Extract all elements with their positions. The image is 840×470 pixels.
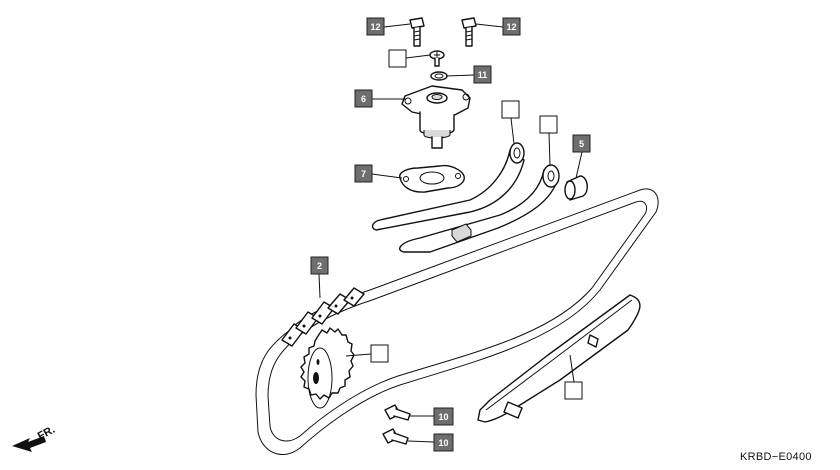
callout-drive-sprocket xyxy=(370,344,389,363)
drive-sprocket xyxy=(300,327,355,409)
direction-label: FR. xyxy=(36,424,57,443)
screw xyxy=(429,50,445,67)
svg-text:7: 7 xyxy=(361,169,366,179)
callout-bolt-top-right: 12 xyxy=(502,17,521,36)
svg-text:12: 12 xyxy=(370,22,380,32)
diagram-code: KRBD−E0400 xyxy=(740,451,812,463)
svg-text:10: 10 xyxy=(438,438,448,448)
o-ring xyxy=(430,71,448,81)
callout-guide-slipper-lower xyxy=(564,381,583,400)
callout-o-ring: 11 xyxy=(473,65,492,84)
callout-cam-chain: 2 xyxy=(310,256,329,275)
callout-bolt-top-left: 12 xyxy=(366,17,385,36)
svg-text:11: 11 xyxy=(478,70,488,80)
gasket xyxy=(399,164,465,193)
callout-tensioner-lifter: 6 xyxy=(354,89,373,108)
bolt-top-left xyxy=(409,17,425,47)
callout-bolt-lower-2: 10 xyxy=(433,433,454,452)
bolt-top-right xyxy=(461,17,477,47)
callout-guide-slipper-upper xyxy=(539,115,558,134)
chain-link-detail xyxy=(281,287,365,347)
bolt-lower-2 xyxy=(382,428,409,445)
svg-text:12: 12 xyxy=(506,22,516,32)
tensioner-lifter xyxy=(401,85,471,149)
svg-text:5: 5 xyxy=(579,139,584,149)
front-arrow-icon: FR. xyxy=(12,424,57,452)
callout-roller: 5 xyxy=(572,134,591,153)
callout-gasket: 7 xyxy=(354,164,373,183)
tensioner-arm xyxy=(371,142,525,231)
leader-lines xyxy=(318,23,583,443)
callout-screw xyxy=(388,49,407,68)
roller xyxy=(564,175,588,201)
callout-bolt-lower-1: 10 xyxy=(433,407,454,426)
guide-slipper-lower xyxy=(477,294,641,423)
cam-chain xyxy=(255,188,659,456)
bolt-lower-1 xyxy=(384,404,411,421)
callout-tensioner-arm xyxy=(501,100,520,119)
guide-slipper-upper xyxy=(399,164,560,253)
svg-text:6: 6 xyxy=(361,94,366,104)
svg-text:2: 2 xyxy=(317,261,322,271)
svg-text:10: 10 xyxy=(438,412,448,422)
